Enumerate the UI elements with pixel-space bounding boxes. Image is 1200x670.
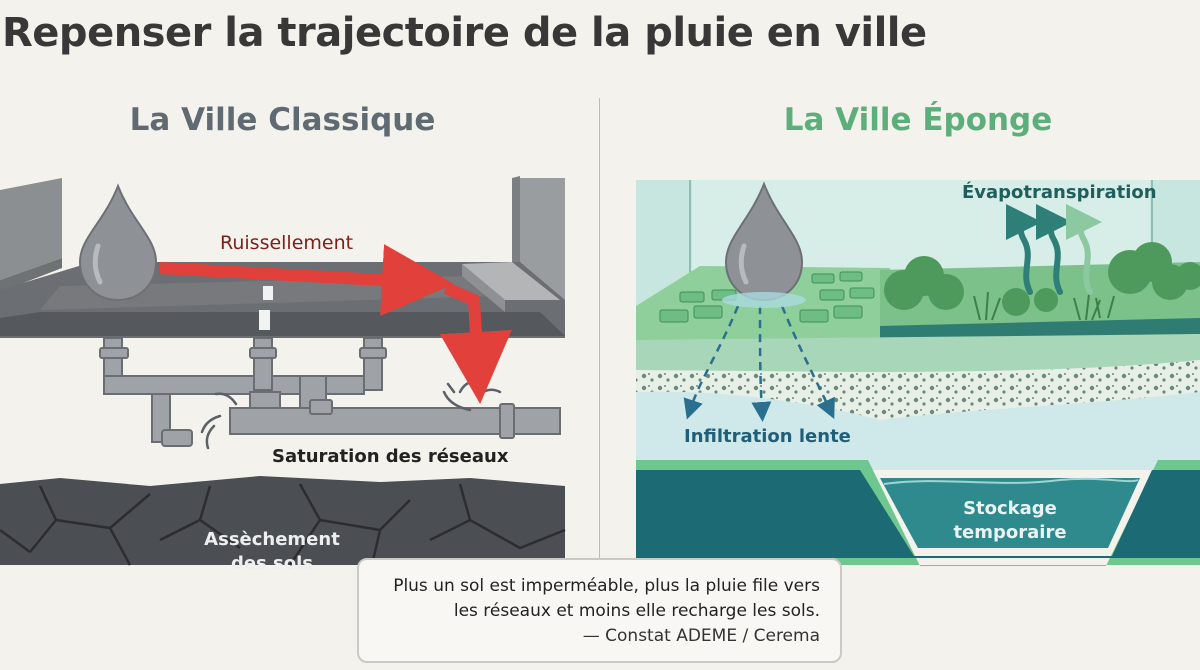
soil-drying-label: Assèchement des sols <box>204 529 340 574</box>
infiltration-arrows <box>683 305 835 422</box>
quote-box: Plus un sol est imperméable, plus la plu… <box>357 558 842 663</box>
classic-city-title: La Ville Classique <box>129 102 436 138</box>
classic-city-scene <box>0 176 566 566</box>
panel-divider <box>599 98 600 568</box>
runoff-arrow <box>159 244 512 404</box>
storage-label: Stockage temporaire <box>953 498 1067 543</box>
sponge-city-scene <box>636 180 1200 566</box>
drain-pipes <box>99 337 561 447</box>
page-title: Repenser la trajectoire de la pluie en v… <box>2 10 927 56</box>
quote-source: — Constat ADEME / Cerema <box>582 626 820 646</box>
quote-text: Plus un sol est imperméable, plus la plu… <box>393 576 820 621</box>
storage-basin <box>636 470 1200 558</box>
infiltration-label: Infiltration lente <box>684 426 851 447</box>
dry-soil <box>0 476 566 566</box>
vegetation <box>884 242 1200 316</box>
saturation-label: Saturation des réseaux <box>272 446 509 467</box>
raindrop-icon <box>78 183 158 302</box>
evapotranspiration-label: Évapotranspiration <box>962 182 1157 203</box>
evapotranspiration-arrows <box>1005 204 1102 295</box>
runoff-label: Ruissellement <box>220 232 354 254</box>
gravel-layer <box>636 360 1200 420</box>
sponge-city-title: La Ville Éponge <box>783 102 1053 138</box>
